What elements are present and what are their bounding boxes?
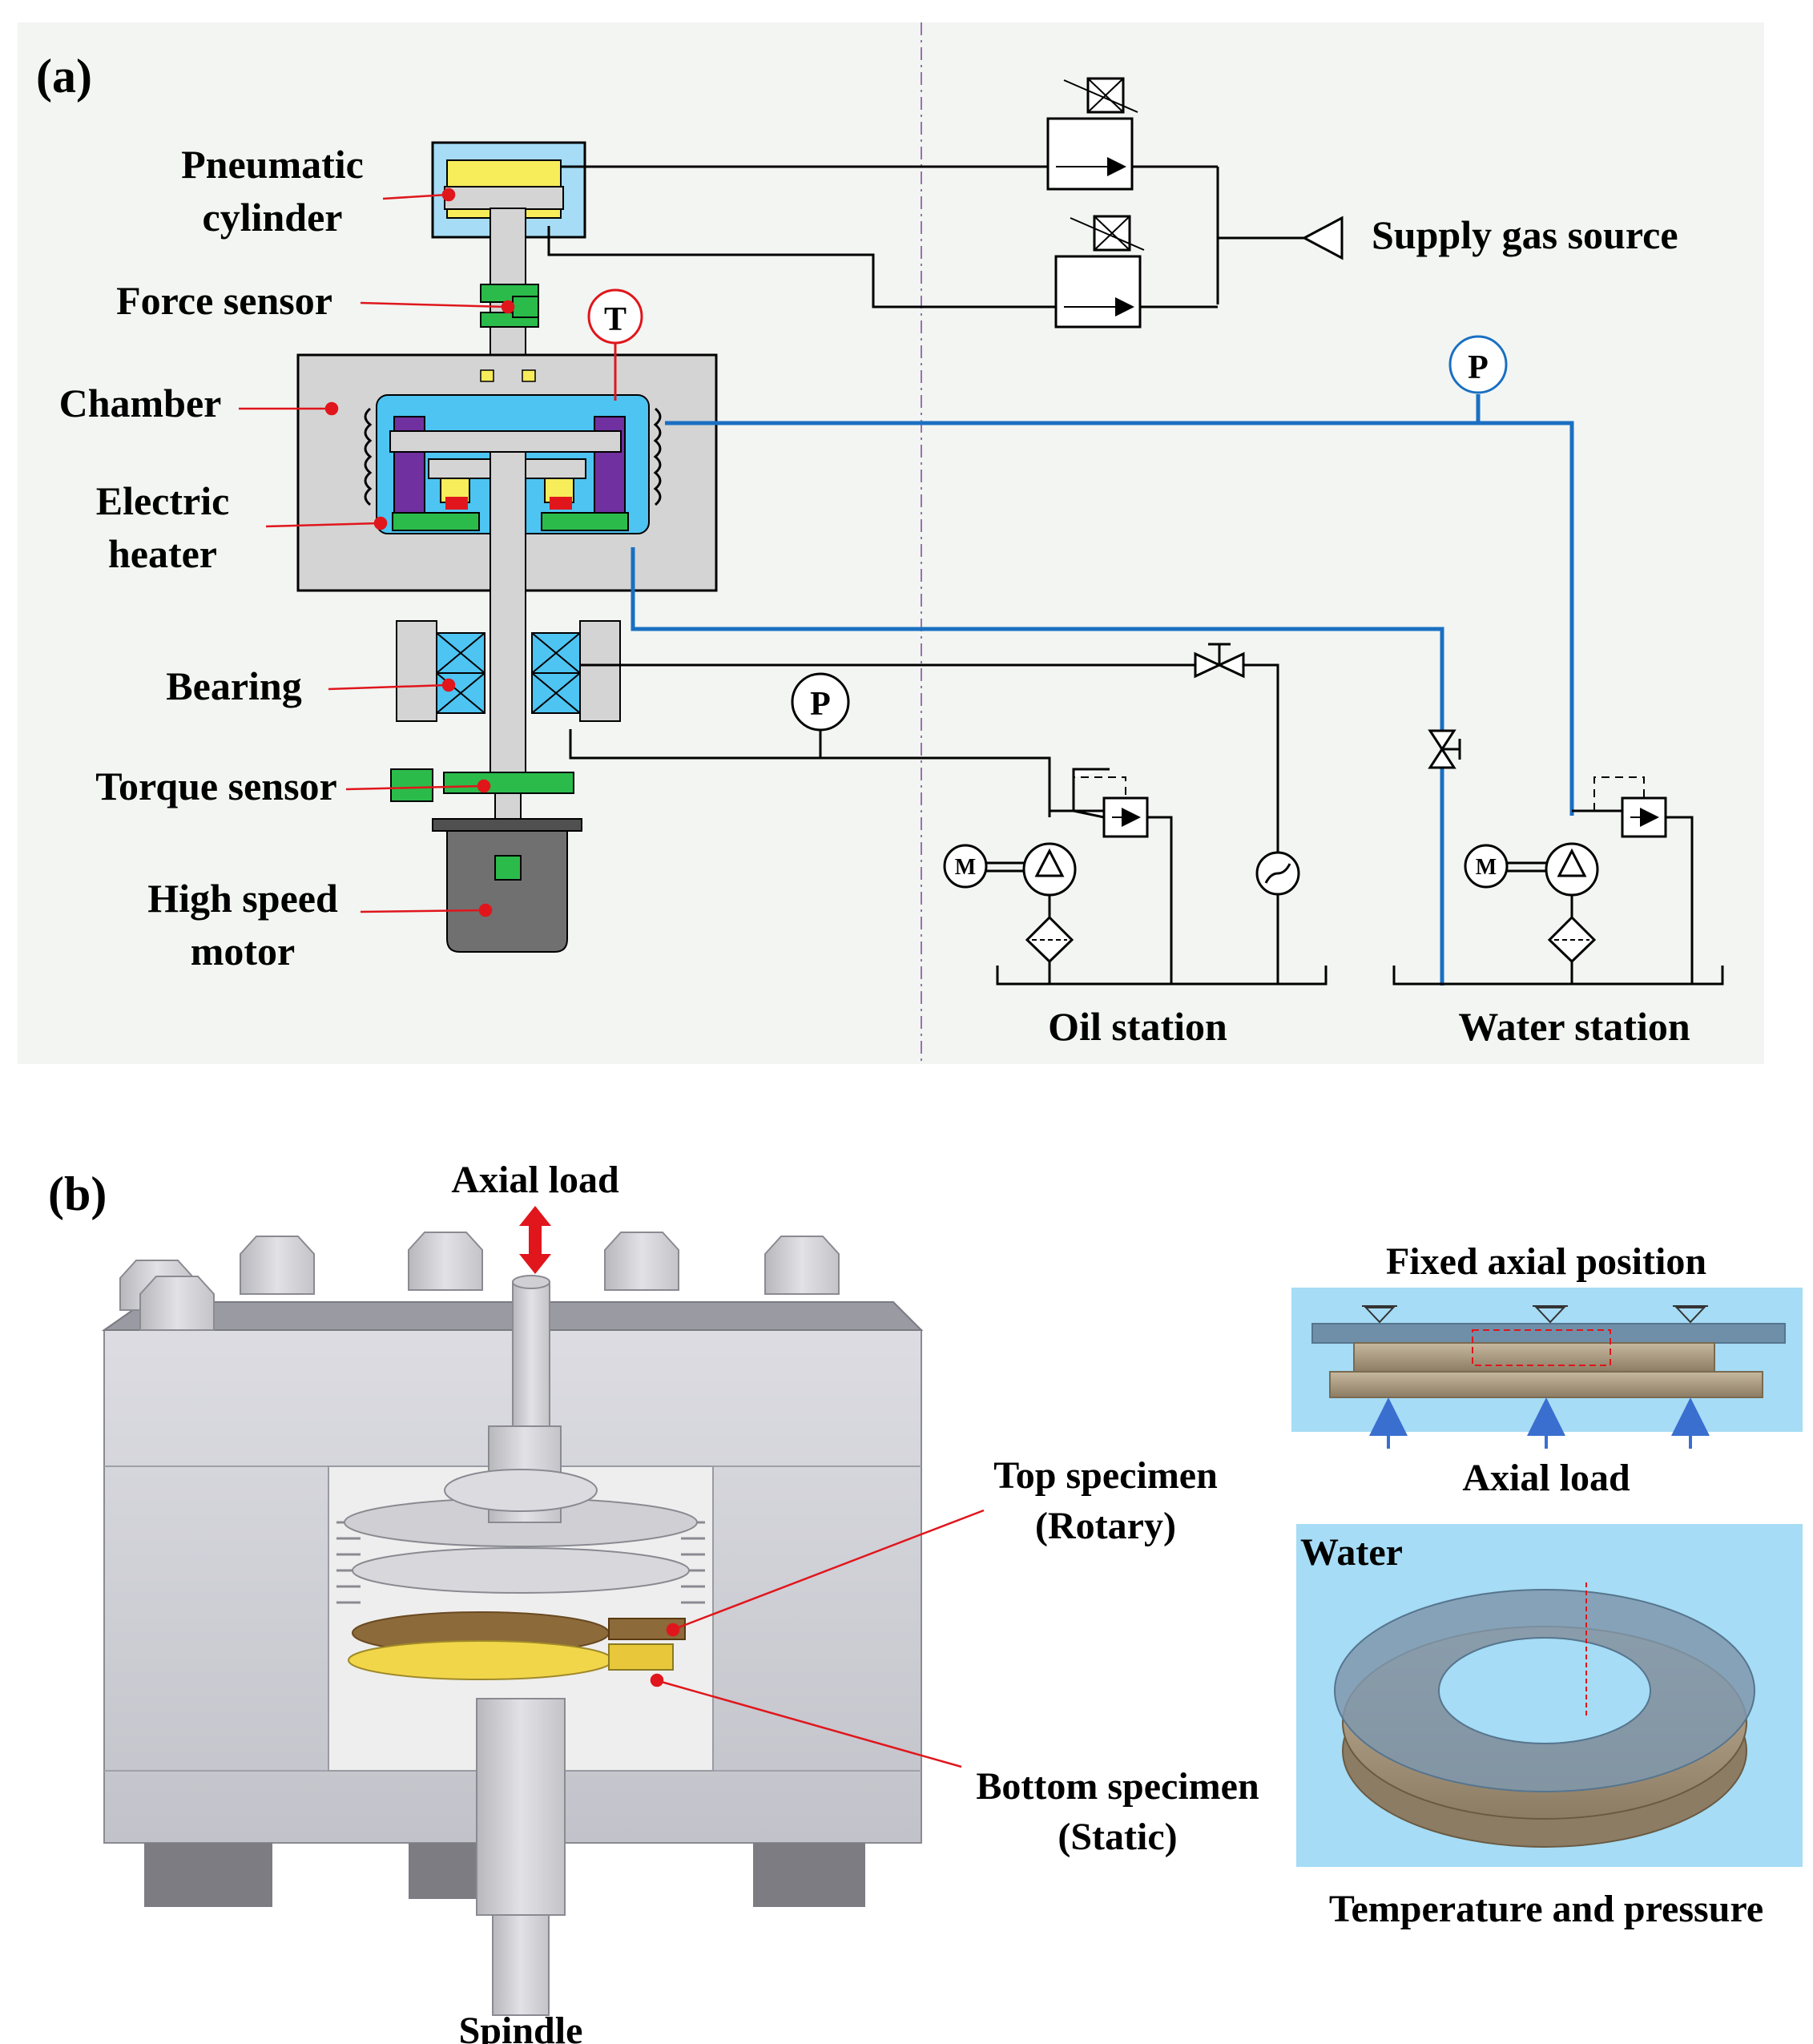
gas-lines (547, 165, 1344, 308)
bottom-specimen-label-line1: Bottom specimen (976, 1765, 1259, 1808)
water-shutoff-valve (1428, 729, 1461, 769)
fixed-axial-position-label: Fixed axial position (1386, 1240, 1706, 1283)
water-label: Water (1300, 1531, 1403, 1574)
motor-label-line2: motor (191, 929, 296, 974)
bearing (396, 620, 621, 722)
solenoid-valve-lower (1054, 215, 1145, 329)
force-sensor-label: Force sensor (116, 278, 332, 323)
oil-throttle-valve (1194, 643, 1245, 679)
torque-sensor (390, 768, 574, 820)
top-specimen-label-line1: Top specimen (993, 1454, 1218, 1497)
water-pressure-gauge: P (1448, 335, 1508, 394)
panel-a: (a) (18, 22, 1764, 1064)
component-labels: Pneumatic cylinder Force sensor Chamber … (59, 142, 364, 974)
leader-lines-b (650, 1509, 985, 1768)
water-inset (1296, 1524, 1803, 1867)
axial-load-label: Axial load (451, 1159, 619, 1201)
temperature-pressure-label: Temperature and pressure (1329, 1888, 1763, 1930)
water-station: M (1392, 776, 1724, 986)
water-station-label: Water station (1458, 1004, 1690, 1049)
heater-label-line1: Electric (96, 478, 230, 523)
axial-load-inset-label: Axial load (1462, 1457, 1630, 1499)
water-lines (631, 394, 1574, 986)
oil-lines (569, 663, 1279, 859)
motor-label-line1: High speed (147, 876, 338, 921)
leader-lines-a (239, 187, 515, 917)
panel-b-label: (b) (48, 1167, 107, 1220)
heater-label-line2: heater (108, 531, 217, 576)
supply-gas-source-label: Supply gas source (1372, 212, 1678, 257)
cutaway-render (101, 1232, 924, 2016)
solenoid-valve-upper (1046, 77, 1138, 191)
high-speed-motor (432, 818, 582, 953)
bearing-label: Bearing (166, 663, 301, 708)
force-sensor (480, 284, 539, 328)
pneumatic-label-line2: cylinder (203, 195, 343, 240)
oil-station: M (943, 768, 1328, 986)
torque-sensor-label: Torque sensor (95, 764, 336, 808)
oil-pressure-gauge: P (791, 672, 850, 732)
panel-a-label: (a) (36, 50, 92, 103)
bottom-specimen-label-line2: (Static) (1058, 1816, 1177, 1858)
oil-motor-symbol: M (955, 855, 976, 880)
oil-pressure-gauge-symbol: P (810, 686, 831, 723)
water-pressure-gauge-symbol: P (1468, 349, 1489, 386)
chamber (296, 353, 718, 789)
fixed-axial-inset (1291, 1288, 1803, 1449)
pneumatic-label-line1: Pneumatic (181, 142, 364, 187)
temperature-gauge: T (587, 288, 643, 401)
oil-station-label: Oil station (1048, 1004, 1227, 1049)
axial-load-arrow (519, 1206, 551, 1274)
temperature-gauge-symbol: T (604, 301, 626, 338)
water-motor-symbol: M (1476, 855, 1497, 880)
spindle-label: Spindle (459, 2010, 583, 2044)
panel-b: (b) (48, 1159, 1803, 2044)
pneumatic-cylinder (431, 141, 586, 239)
top-specimen-label-line2: (Rotary) (1035, 1505, 1176, 1547)
chamber-label: Chamber (59, 381, 222, 425)
